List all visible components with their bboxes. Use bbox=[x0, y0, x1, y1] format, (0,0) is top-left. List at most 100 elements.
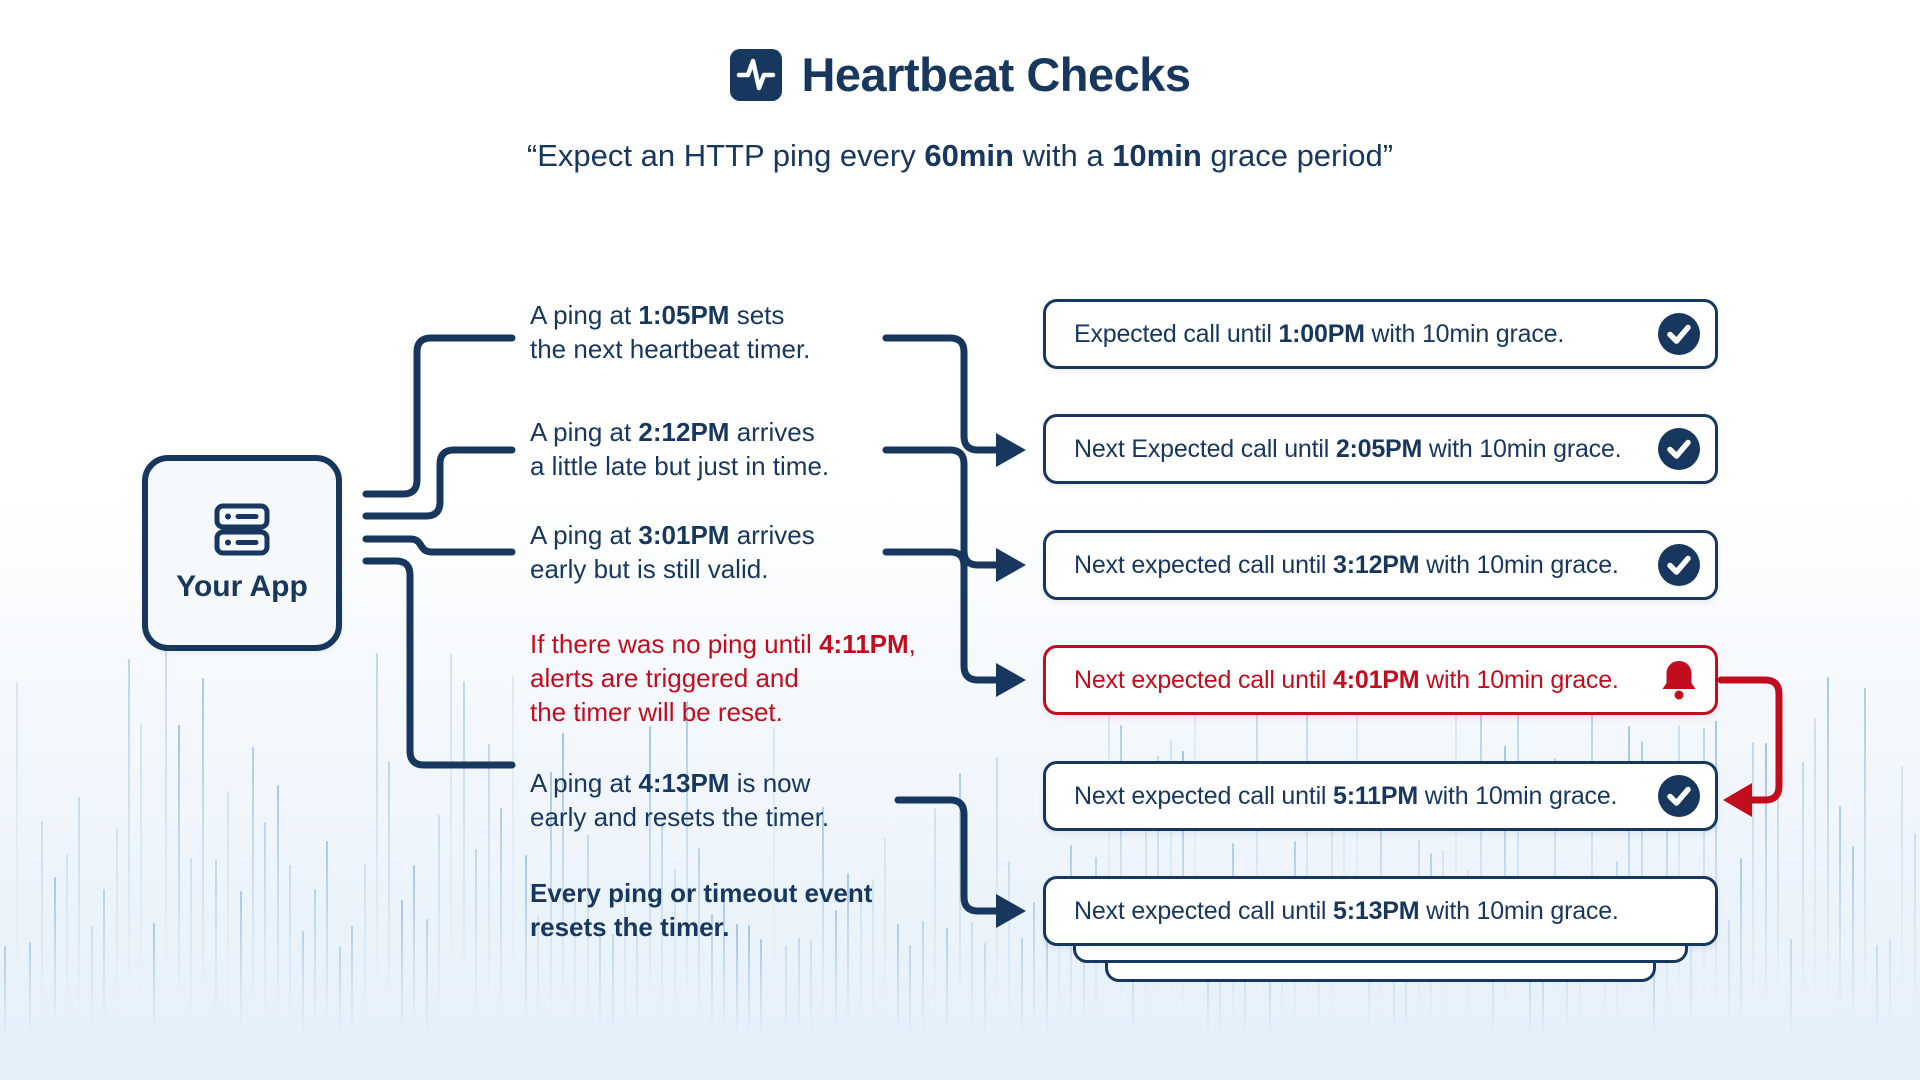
wave-line bbox=[934, 808, 936, 1056]
wave-line bbox=[1219, 942, 1222, 1056]
wave-line bbox=[1405, 944, 1408, 1056]
wave-line bbox=[376, 652, 378, 1056]
your-app-label: Your App bbox=[176, 570, 308, 603]
wave-line bbox=[983, 943, 986, 1056]
wave-line bbox=[276, 784, 279, 1056]
wave-line bbox=[66, 854, 68, 1056]
text-segment: with 10min grace. bbox=[1419, 665, 1619, 694]
text-segment: resets the timer. bbox=[530, 912, 730, 942]
wave-line bbox=[1281, 925, 1284, 1056]
heartbeat-pulse-icon bbox=[730, 48, 783, 101]
wave-line bbox=[723, 894, 726, 1056]
status-box-2: Next Expected call until 2:05PM with 10m… bbox=[1043, 414, 1718, 484]
wave-line bbox=[698, 847, 701, 1056]
text-segment: 1:00PM bbox=[1278, 319, 1365, 348]
annotation-line: early and resets the timer. bbox=[530, 800, 829, 834]
wave-line bbox=[524, 854, 527, 1056]
wave-line bbox=[115, 827, 118, 1056]
wave-line bbox=[574, 900, 577, 1056]
wave-line bbox=[487, 744, 490, 1056]
annotation-line: resets the timer. bbox=[530, 910, 872, 944]
wave-line bbox=[1814, 717, 1817, 1056]
wave-line bbox=[760, 938, 763, 1056]
wave-line bbox=[41, 820, 44, 1056]
annotation-label-6: Every ping or timeout event resets the ti… bbox=[530, 876, 872, 944]
wave-line bbox=[1516, 657, 1519, 1056]
annotation-line: A ping at 3:01PM arrives bbox=[530, 518, 815, 552]
text-segment: Expected call until bbox=[1074, 319, 1279, 348]
wave-line bbox=[214, 860, 217, 1056]
status-box-text: Next expected call until 5:11PM with 10m… bbox=[1074, 782, 1617, 811]
text-segment: with 10min grace. bbox=[1419, 896, 1619, 925]
wave-line bbox=[748, 925, 750, 1056]
text-segment: with a bbox=[1013, 138, 1113, 173]
wave-line bbox=[599, 929, 602, 1056]
wave-line bbox=[103, 889, 106, 1056]
status-box-text: Next Expected call until 2:05PM with 10m… bbox=[1074, 434, 1622, 464]
wave-line bbox=[1802, 761, 1804, 1056]
status-box-text: Next expected call until 4:01PM with 10m… bbox=[1074, 666, 1619, 695]
text-segment: Every ping or timeout event bbox=[530, 878, 873, 908]
wave-line bbox=[512, 675, 515, 1056]
wave-line bbox=[822, 807, 825, 1056]
annotation-line: A ping at 1:05PM sets bbox=[530, 298, 810, 332]
wave-line bbox=[946, 927, 949, 1056]
wave-line bbox=[1727, 919, 1730, 1056]
status-box-5: Next expected call until 5:11PM with 10m… bbox=[1043, 761, 1718, 831]
wave-line bbox=[611, 934, 614, 1056]
check-circle-icon bbox=[1658, 428, 1700, 470]
wave-line bbox=[16, 680, 19, 1056]
page-subtitle: “Expect an HTTP ping every 60min with a … bbox=[0, 138, 1920, 174]
text-segment: , bbox=[908, 629, 916, 659]
wave-line bbox=[1194, 677, 1197, 1056]
wave-line bbox=[1851, 845, 1854, 1056]
wave-line bbox=[1752, 741, 1755, 1056]
wave-line bbox=[1020, 937, 1023, 1056]
text-segment: the next heartbeat timer. bbox=[530, 334, 811, 364]
wave-line bbox=[1045, 937, 1048, 1056]
wave-line bbox=[90, 925, 93, 1056]
wave-line bbox=[165, 648, 168, 1056]
wave-line bbox=[1740, 858, 1742, 1056]
status-box-text: Expected call until 1:00PM with 10min gr… bbox=[1074, 320, 1564, 349]
wave-line bbox=[314, 889, 316, 1056]
text-segment: Next Expected call until bbox=[1074, 434, 1336, 463]
wave-line bbox=[363, 864, 366, 1056]
your-app-box: Your App bbox=[142, 455, 342, 651]
wave-line bbox=[1913, 832, 1916, 1056]
annotation-line: the next heartbeat timer. bbox=[530, 332, 810, 366]
wave-line bbox=[400, 900, 403, 1056]
wave-line bbox=[78, 797, 81, 1056]
wave-line bbox=[450, 654, 453, 1056]
text-segment: with 10min grace. bbox=[1422, 434, 1622, 463]
wave-line bbox=[239, 891, 242, 1056]
wave-line bbox=[1690, 929, 1693, 1056]
wave-line bbox=[152, 923, 155, 1056]
wave-line bbox=[1132, 930, 1135, 1056]
wave-line bbox=[264, 821, 267, 1056]
wave-line bbox=[859, 889, 862, 1056]
wave-line bbox=[673, 868, 676, 1056]
wave-line bbox=[202, 678, 205, 1056]
wave-line bbox=[686, 701, 688, 1056]
wave-line bbox=[1541, 945, 1544, 1056]
annotation-line: a little late but just in time. bbox=[530, 449, 829, 483]
wave-line bbox=[227, 790, 230, 1056]
wave-line bbox=[921, 921, 924, 1056]
wave-line bbox=[1578, 917, 1581, 1056]
wave-line bbox=[28, 941, 31, 1056]
wave-line bbox=[562, 732, 564, 1056]
wave-line bbox=[462, 681, 465, 1056]
wave-line bbox=[128, 658, 130, 1056]
wave-line bbox=[1529, 935, 1532, 1056]
wave-line bbox=[1082, 881, 1085, 1056]
text-segment: Next expected call until bbox=[1074, 665, 1334, 694]
status-box-6: Next expected call until 5:13PM with 10m… bbox=[1043, 876, 1718, 946]
wave-line bbox=[53, 877, 56, 1056]
wave-line bbox=[810, 939, 812, 1056]
text-segment: Next expected call until bbox=[1074, 896, 1334, 925]
wave-line bbox=[834, 910, 837, 1056]
